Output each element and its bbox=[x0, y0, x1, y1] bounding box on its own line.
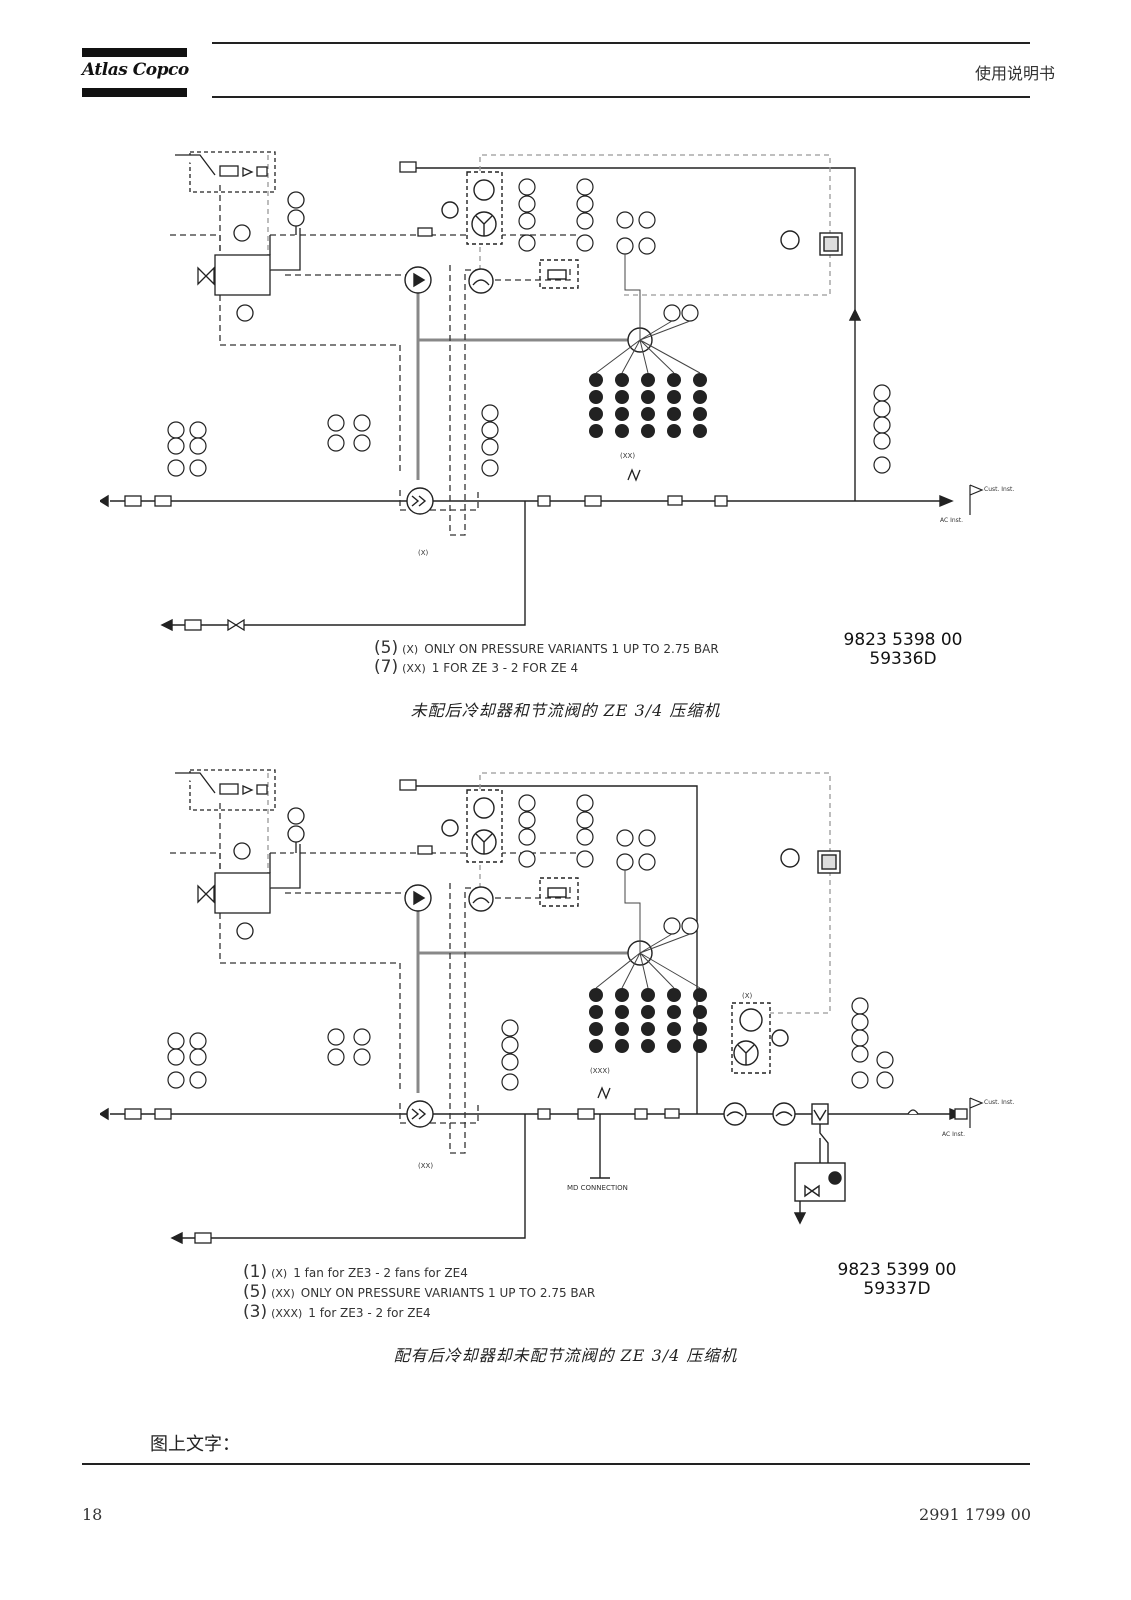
logo-bar-top bbox=[82, 48, 187, 57]
note-bottom-2: (5)(XX)ONLY ON PRESSURE VARIANTS 1 UP TO… bbox=[243, 1282, 596, 1302]
schematic-top: Cust. Inst. AC Inst. (X) (XX) bbox=[100, 151, 1014, 632]
sensor-grid bbox=[589, 373, 707, 438]
oil-separator bbox=[214, 254, 271, 296]
logo-bar-bottom bbox=[82, 88, 187, 97]
variant-xxx-label: (XXX) bbox=[590, 1067, 610, 1075]
outlet-riser bbox=[405, 167, 856, 501]
note-bottom-1: (1)(X)1 fan for ZE3 - 2 fans for ZE4 bbox=[243, 1262, 468, 1282]
note-bottom-3: (3)(XXX)1 for ZE3 - 2 for ZE4 bbox=[243, 1302, 431, 1322]
note-top-1: (5)(X)ONLY ON PRESSURE VARIANTS 1 UP TO … bbox=[374, 638, 719, 658]
part-number-bottom: 9823 5399 00 59337D bbox=[837, 1260, 957, 1299]
ac-inst-label: AC Inst. bbox=[940, 517, 963, 524]
drain-line bbox=[180, 1114, 526, 1239]
variant-xx-label: (XX) bbox=[620, 452, 635, 460]
cust-inst-label: Cust. Inst. bbox=[984, 1099, 1014, 1106]
drain-line bbox=[170, 501, 526, 626]
document-number: 2991 1799 00 bbox=[919, 1505, 1031, 1524]
cust-inst-label: Cust. Inst. bbox=[984, 486, 1014, 493]
footer-rule bbox=[82, 1463, 1030, 1465]
header-rule-bottom bbox=[212, 96, 1030, 98]
variant-xx-label: (XX) bbox=[418, 1162, 433, 1170]
part-number-top: 9823 5398 00 59336D bbox=[843, 630, 963, 669]
variant-x-label: (X) bbox=[418, 549, 429, 557]
page-number: 18 bbox=[82, 1505, 103, 1524]
document-title: 使用说明书 bbox=[974, 64, 1055, 83]
schematic-bottom: Cust. Inst. AC Inst. (XX) (X) (XXX) MD C… bbox=[100, 769, 1014, 1245]
figure-text-heading: 图上文字： bbox=[150, 1434, 240, 1455]
ac-inst-label: AC Inst. bbox=[942, 1131, 965, 1138]
atlas-copco-logo: Atlas Copco bbox=[82, 60, 189, 80]
md-connection-label: MD CONNECTION bbox=[567, 1184, 628, 1192]
header-rule-top bbox=[212, 42, 1030, 44]
caption-top: 未配后冷却器和节流阀的 ZE 3/4 压缩机 bbox=[410, 701, 721, 720]
variant-x-label: (X) bbox=[742, 992, 753, 1000]
outlet-arrow bbox=[939, 494, 954, 508]
note-top-2: (7)(XX)1 FOR ZE 3 - 2 FOR ZE 4 bbox=[374, 657, 579, 677]
caption-bottom: 配有后冷却器却未配节流阀的 ZE 3/4 压缩机 bbox=[393, 1346, 738, 1365]
sensor-column-1 bbox=[167, 421, 185, 477]
